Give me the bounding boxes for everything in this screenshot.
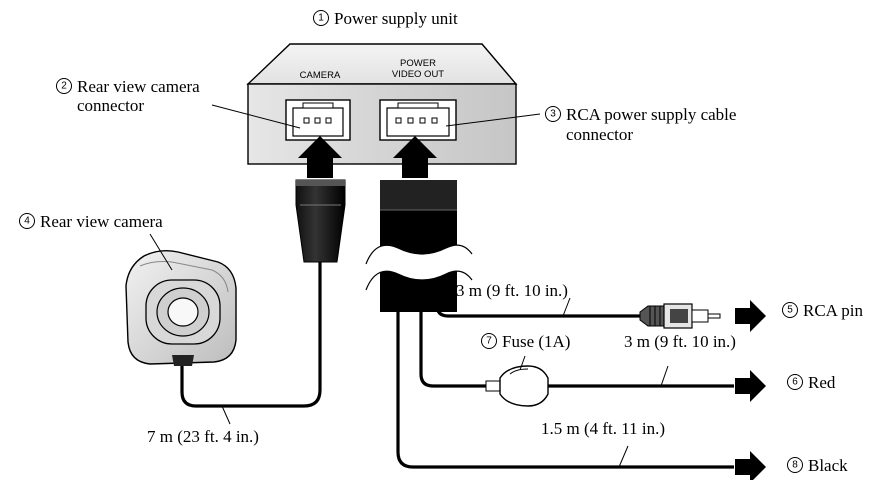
- label-red: 6 Red: [787, 373, 836, 392]
- rca-cable-length: 3 m (9 ft. 10 in.): [456, 281, 568, 300]
- leader-rca-length: [562, 297, 571, 317]
- power-video-socket: [379, 99, 457, 141]
- cable-break-line-top: [365, 244, 473, 265]
- power-panel-label-line2: VIDEO OUT: [392, 69, 444, 80]
- red-cable-length: 3 m (9 ft. 10 in.): [624, 332, 736, 351]
- camera-cable: [180, 262, 322, 408]
- svg-text:2: 2: [61, 81, 67, 92]
- leader-rca-connector: [445, 113, 541, 127]
- leader-rear-camera-connector: [211, 104, 301, 129]
- rca-pin-plug: [639, 303, 721, 329]
- svg-text:7: 7: [486, 336, 492, 347]
- svg-text:connector: connector: [566, 125, 633, 144]
- red-cable: [419, 262, 496, 388]
- leader-camera: [149, 233, 173, 271]
- svg-text:3: 3: [550, 109, 556, 120]
- svg-text:4: 4: [24, 216, 30, 227]
- leader-fuse: [519, 355, 526, 371]
- label-rear-view-camera: 4 Rear view camera: [19, 212, 163, 231]
- rca-pin-arrow: [735, 300, 766, 332]
- camera-socket: [285, 99, 351, 141]
- power-panel-label-line1: POWER: [400, 58, 436, 69]
- label-rca-power-supply-cable-connector: 3 RCA power supply cable connector: [545, 105, 736, 144]
- rear-view-camera: [125, 249, 237, 366]
- label-rca-pin: 5 RCA pin: [782, 301, 863, 320]
- svg-text:Black: Black: [808, 456, 848, 475]
- camera-plug: [295, 179, 346, 263]
- red-arrow: [735, 370, 766, 402]
- svg-text:connector: connector: [77, 96, 144, 115]
- svg-text:Power supply unit: Power supply unit: [334, 9, 458, 28]
- svg-text:5: 5: [787, 305, 793, 316]
- black-arrow: [735, 451, 766, 480]
- svg-text:6: 6: [792, 377, 798, 388]
- black-cable: [396, 262, 734, 469]
- insert-arrow-camera: [298, 136, 342, 178]
- rca-cable: [435, 262, 642, 318]
- power-supply-unit: CAMERA POWER VIDEO OUT: [246, 43, 518, 165]
- label-fuse: 7 Fuse (1A): [481, 332, 570, 351]
- label-black: 8 Black: [787, 456, 848, 475]
- svg-text:Rear view camera: Rear view camera: [40, 212, 163, 231]
- cable-break-mark: [366, 245, 472, 290]
- cable-break-line-bottom: [365, 270, 473, 291]
- svg-text:RCA pin: RCA pin: [803, 301, 863, 320]
- svg-text:RCA power supply cable: RCA power supply cable: [566, 105, 736, 124]
- label-power-supply-unit: 1 Power supply unit: [313, 9, 458, 28]
- camera-cable-length: 7 m (23 ft. 4 in.): [147, 427, 259, 446]
- leader-red-length: [660, 365, 669, 387]
- svg-text:Rear view camera: Rear view camera: [77, 77, 200, 96]
- black-cable-length: 1.5 m (4 ft. 11 in.): [541, 419, 665, 438]
- label-rear-view-camera-connector: 2 Rear view camera connector: [56, 77, 200, 115]
- svg-text:1: 1: [318, 13, 324, 24]
- insert-arrow-power: [393, 136, 437, 178]
- leader-camera-cable-length: [221, 405, 231, 425]
- leader-black-length: [618, 445, 629, 468]
- svg-text:8: 8: [792, 460, 798, 471]
- svg-text:Red: Red: [808, 373, 836, 392]
- camera-panel-label: CAMERA: [300, 70, 341, 81]
- svg-text:Fuse (1A): Fuse (1A): [502, 332, 570, 351]
- fuse-holder: [485, 365, 549, 407]
